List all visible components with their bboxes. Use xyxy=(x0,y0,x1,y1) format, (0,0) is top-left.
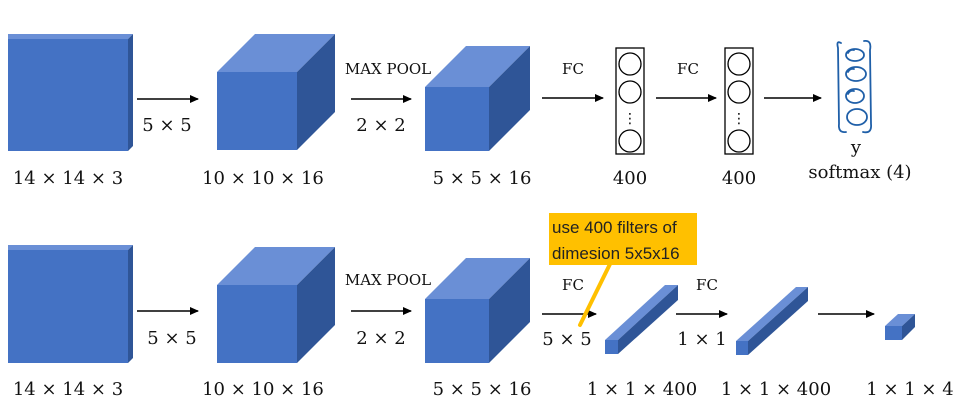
ellipsis-icon: ⋮ xyxy=(623,111,637,127)
input-volume xyxy=(8,34,133,151)
pool-size-label: 2 × 2 xyxy=(356,328,405,349)
conv-kernel-label: 5 × 5 xyxy=(142,115,191,136)
pool-output-volume xyxy=(425,46,530,151)
input-volume xyxy=(8,245,133,363)
conv-output-dims-label: 10 × 10 × 16 xyxy=(202,379,324,400)
row-1: 14 × 14 × 3 5 × 5 10 × 10 × 16 MAX POOL … xyxy=(8,34,912,189)
fc1-neuron-column: ⋮ xyxy=(615,47,645,155)
fc1-output-dims-label: 1 × 1 × 400 xyxy=(587,379,697,400)
final-output-dims-label: 1 × 1 × 4 xyxy=(866,379,953,400)
fc1-label: FC xyxy=(562,60,584,78)
output-variable-label: y xyxy=(850,137,862,158)
input-dims-label: 14 × 14 × 3 xyxy=(13,168,123,189)
fc1-output-volume xyxy=(605,285,678,354)
input-dims-label: 14 × 14 × 3 xyxy=(13,379,123,400)
conv-output-volume xyxy=(217,34,335,150)
pool-output-dims-label: 5 × 5 × 16 xyxy=(433,379,532,400)
fc2-output-volume xyxy=(736,287,808,355)
fc2-units-label: 400 xyxy=(722,168,756,189)
fc1-kernel-label: 5 × 5 xyxy=(542,329,591,350)
filters-callout: use 400 filters of dimesion 5x5x16 xyxy=(549,213,697,265)
conv-kernel-label: 5 × 5 xyxy=(147,328,196,349)
fc2-label: FC xyxy=(677,60,699,78)
fc2-neuron-column: ⋮ xyxy=(724,47,754,155)
conv-output-volume xyxy=(217,247,335,363)
final-output-volume xyxy=(885,314,915,340)
callout-line-2: dimesion 5x5x16 xyxy=(552,244,680,263)
neuron xyxy=(618,52,642,76)
fc1-label: FC xyxy=(562,276,584,294)
fc2-output-dims-label: 1 × 1 × 400 xyxy=(721,379,831,400)
callout-pointer xyxy=(578,260,613,327)
pool-output-volume xyxy=(425,258,530,363)
pool-label: MAX POOL xyxy=(345,60,431,78)
neuron xyxy=(618,129,642,153)
callout-line-1: use 400 filters of xyxy=(552,218,677,237)
neuron xyxy=(727,80,751,104)
row-2: 14 × 14 × 3 5 × 5 10 × 10 × 16 MAX POOL … xyxy=(8,213,954,400)
fc2-label: FC xyxy=(696,276,718,294)
fc1-units-label: 400 xyxy=(613,168,647,189)
ellipsis-icon: ⋮ xyxy=(732,111,746,127)
pool-size-label: 2 × 2 xyxy=(356,115,405,136)
softmax-label: softmax (4) xyxy=(808,162,911,183)
pool-label: MAX POOL xyxy=(345,271,431,289)
pool-output-dims-label: 5 × 5 × 16 xyxy=(433,168,532,189)
softmax-scribble-icon xyxy=(836,40,872,134)
neuron xyxy=(618,80,642,104)
fc2-kernel-label: 1 × 1 xyxy=(677,329,726,350)
conv-output-dims-label: 10 × 10 × 16 xyxy=(202,168,324,189)
neuron xyxy=(727,52,751,76)
neuron xyxy=(727,129,751,153)
